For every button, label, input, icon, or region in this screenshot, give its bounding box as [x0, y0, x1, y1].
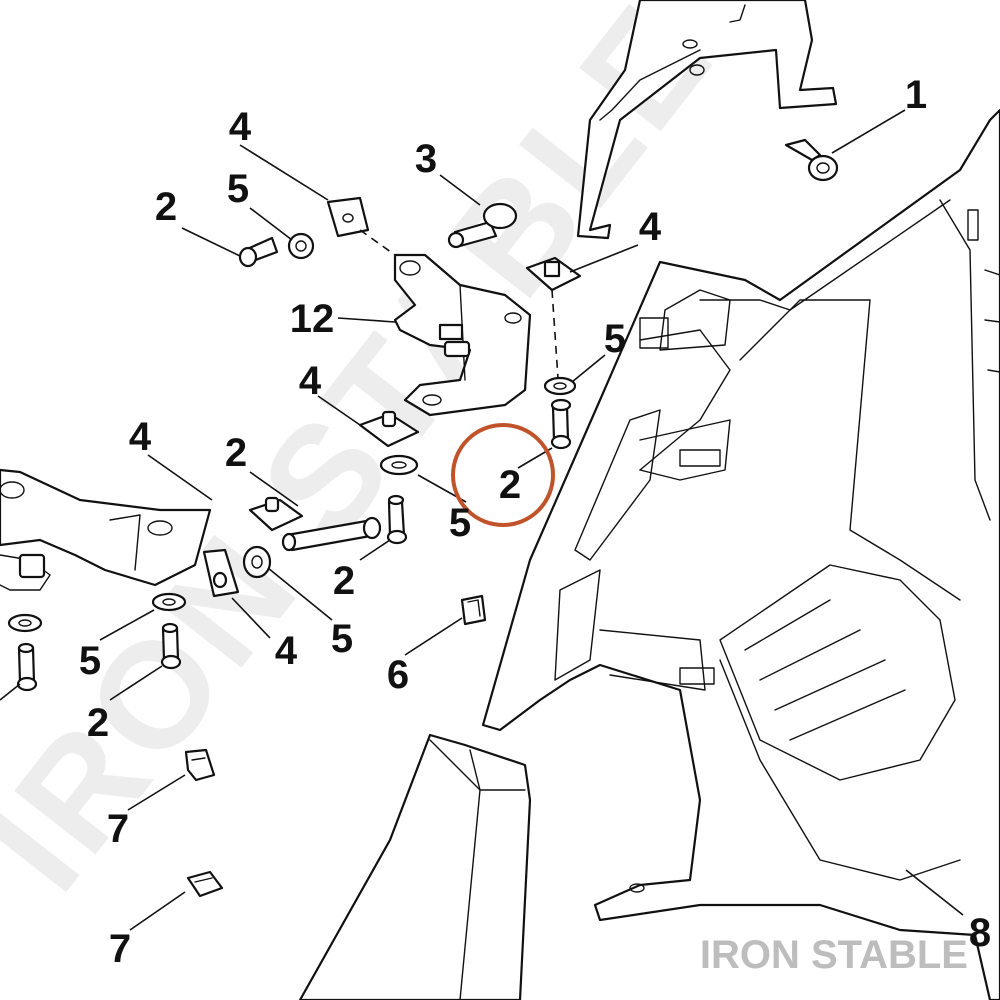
- callout-12[interactable]: 12: [290, 297, 335, 341]
- callout-2[interactable]: 2: [87, 701, 109, 745]
- callout-2-highlighted[interactable]: 2: [499, 463, 521, 507]
- callout-5[interactable]: 5: [604, 317, 626, 361]
- callout-labels: 1 2 3 4 5 4 12 5 4 2 4 2 5 2 5 4 5 2 6 7…: [79, 73, 991, 971]
- brand-label: IRON STABLE: [700, 933, 968, 977]
- part-2-screws: [16, 236, 572, 692]
- part-4-clip-nut-upper: [326, 196, 370, 238]
- callout-4[interactable]: 4: [275, 629, 298, 673]
- callout-3[interactable]: 3: [415, 137, 437, 181]
- assembly-lines: [359, 229, 559, 379]
- callout-4[interactable]: 4: [129, 415, 152, 459]
- part-6-grommet: [460, 594, 487, 626]
- callout-5[interactable]: 5: [331, 617, 353, 661]
- callout-4[interactable]: 4: [229, 105, 252, 149]
- part-12-bracket: [393, 253, 532, 417]
- highlight-ring: [451, 423, 555, 527]
- part-4-clip-nut-middle: [358, 410, 420, 448]
- callout-1[interactable]: 1: [905, 73, 927, 117]
- callout-6[interactable]: 6: [387, 653, 409, 697]
- part-1-bolt: [784, 138, 839, 182]
- callout-5[interactable]: 5: [79, 639, 101, 683]
- callout-8[interactable]: 8: [969, 911, 991, 955]
- callout-5[interactable]: 5: [227, 167, 249, 211]
- leader-lines: [0, 109, 964, 931]
- part-5-washers: [7, 232, 577, 633]
- callout-4[interactable]: 4: [299, 359, 322, 403]
- part-3-bolt: [447, 202, 518, 249]
- callout-2[interactable]: 2: [225, 431, 247, 475]
- callout-7[interactable]: 7: [107, 807, 129, 851]
- callout-4[interactable]: 4: [639, 205, 662, 249]
- part-4-clip-nut-left: [248, 496, 304, 532]
- part-4-clip-nut-right: [525, 256, 582, 292]
- callout-2[interactable]: 2: [155, 185, 177, 229]
- part-8-fairing-panel: [481, 108, 1000, 1000]
- left-mounting-bracket: [0, 468, 212, 591]
- part-4-clip-nut-lower: [202, 548, 240, 598]
- side-cover-panel: [298, 733, 532, 1000]
- callout-7[interactable]: 7: [109, 927, 131, 971]
- part-7-clips: [184, 748, 224, 898]
- callout-2[interactable]: 2: [333, 559, 355, 603]
- callout-5[interactable]: 5: [449, 501, 471, 545]
- upper-frame-bracket: [576, 0, 838, 240]
